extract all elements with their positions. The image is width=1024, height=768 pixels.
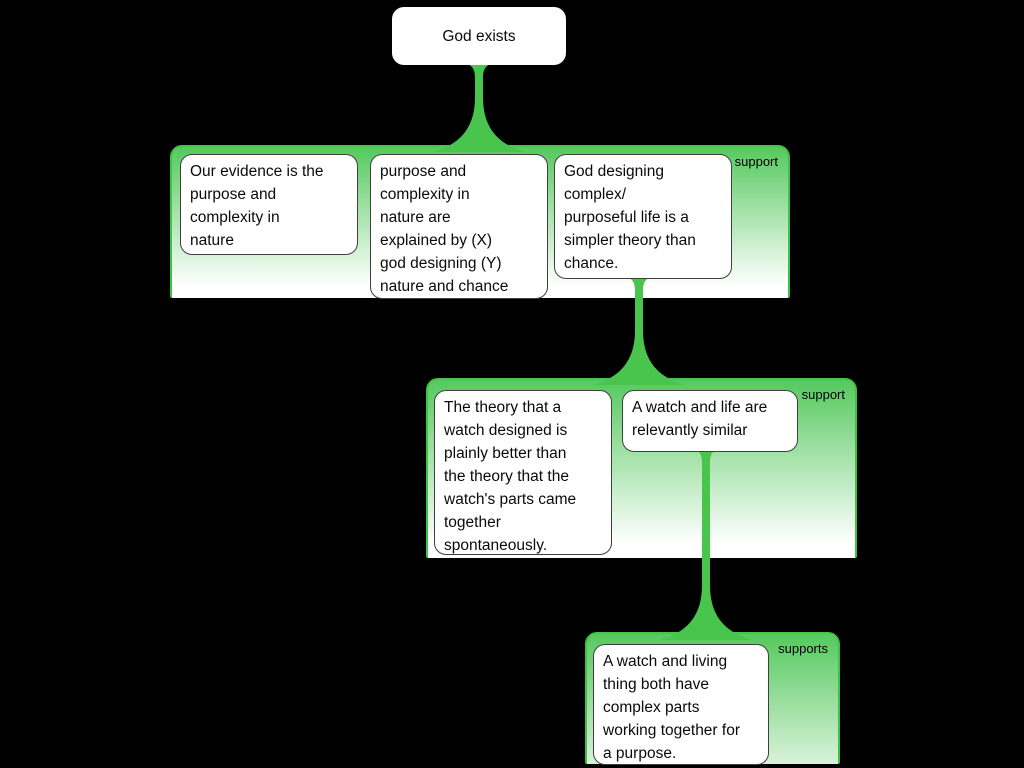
support-group-3[interactable]: supports A watch and living thing both h…: [585, 632, 840, 765]
premise-node-text: God designing complex/ purposeful life i…: [564, 163, 696, 272]
claim-node-text: God exists: [442, 27, 516, 45]
premise-node-complex-parts[interactable]: A watch and living thing both have compl…: [593, 644, 769, 765]
premise-node-text: Our evidence is the purpose and complexi…: [190, 163, 324, 249]
support-connector-root-to-group1[interactable]: [429, 63, 529, 152]
premise-node-relevantly-similar[interactable]: A watch and life are relevantly similar: [622, 390, 798, 452]
premise-node-simpler-theory[interactable]: God designing complex/ purposeful life i…: [554, 154, 732, 279]
premise-node-watch-theory[interactable]: The theory that a watch designed is plai…: [434, 390, 612, 555]
support-connector-group1-to-group2[interactable]: [589, 276, 689, 385]
premise-node-text: A watch and life are relevantly similar: [632, 399, 768, 439]
support-group-2-label: support: [801, 387, 845, 402]
support-connector-group2-to-group3[interactable]: [656, 448, 756, 640]
support-group-1[interactable]: support Our evidence is the purpose and …: [170, 145, 790, 299]
premise-node-explained-by[interactable]: purpose and complexity in nature are exp…: [370, 154, 548, 299]
support-group-1-label: support: [734, 154, 778, 169]
premise-node-evidence[interactable]: Our evidence is the purpose and complexi…: [180, 154, 358, 255]
premise-node-text: purpose and complexity in nature are exp…: [380, 163, 509, 295]
support-group-3-label: supports: [778, 641, 828, 656]
premise-node-text: The theory that a watch designed is plai…: [444, 399, 577, 554]
support-group-2[interactable]: support The theory that a watch designed…: [426, 378, 857, 558]
claim-node-god-exists[interactable]: God exists: [392, 7, 566, 65]
premise-node-text: A watch and living thing both have compl…: [603, 653, 740, 762]
